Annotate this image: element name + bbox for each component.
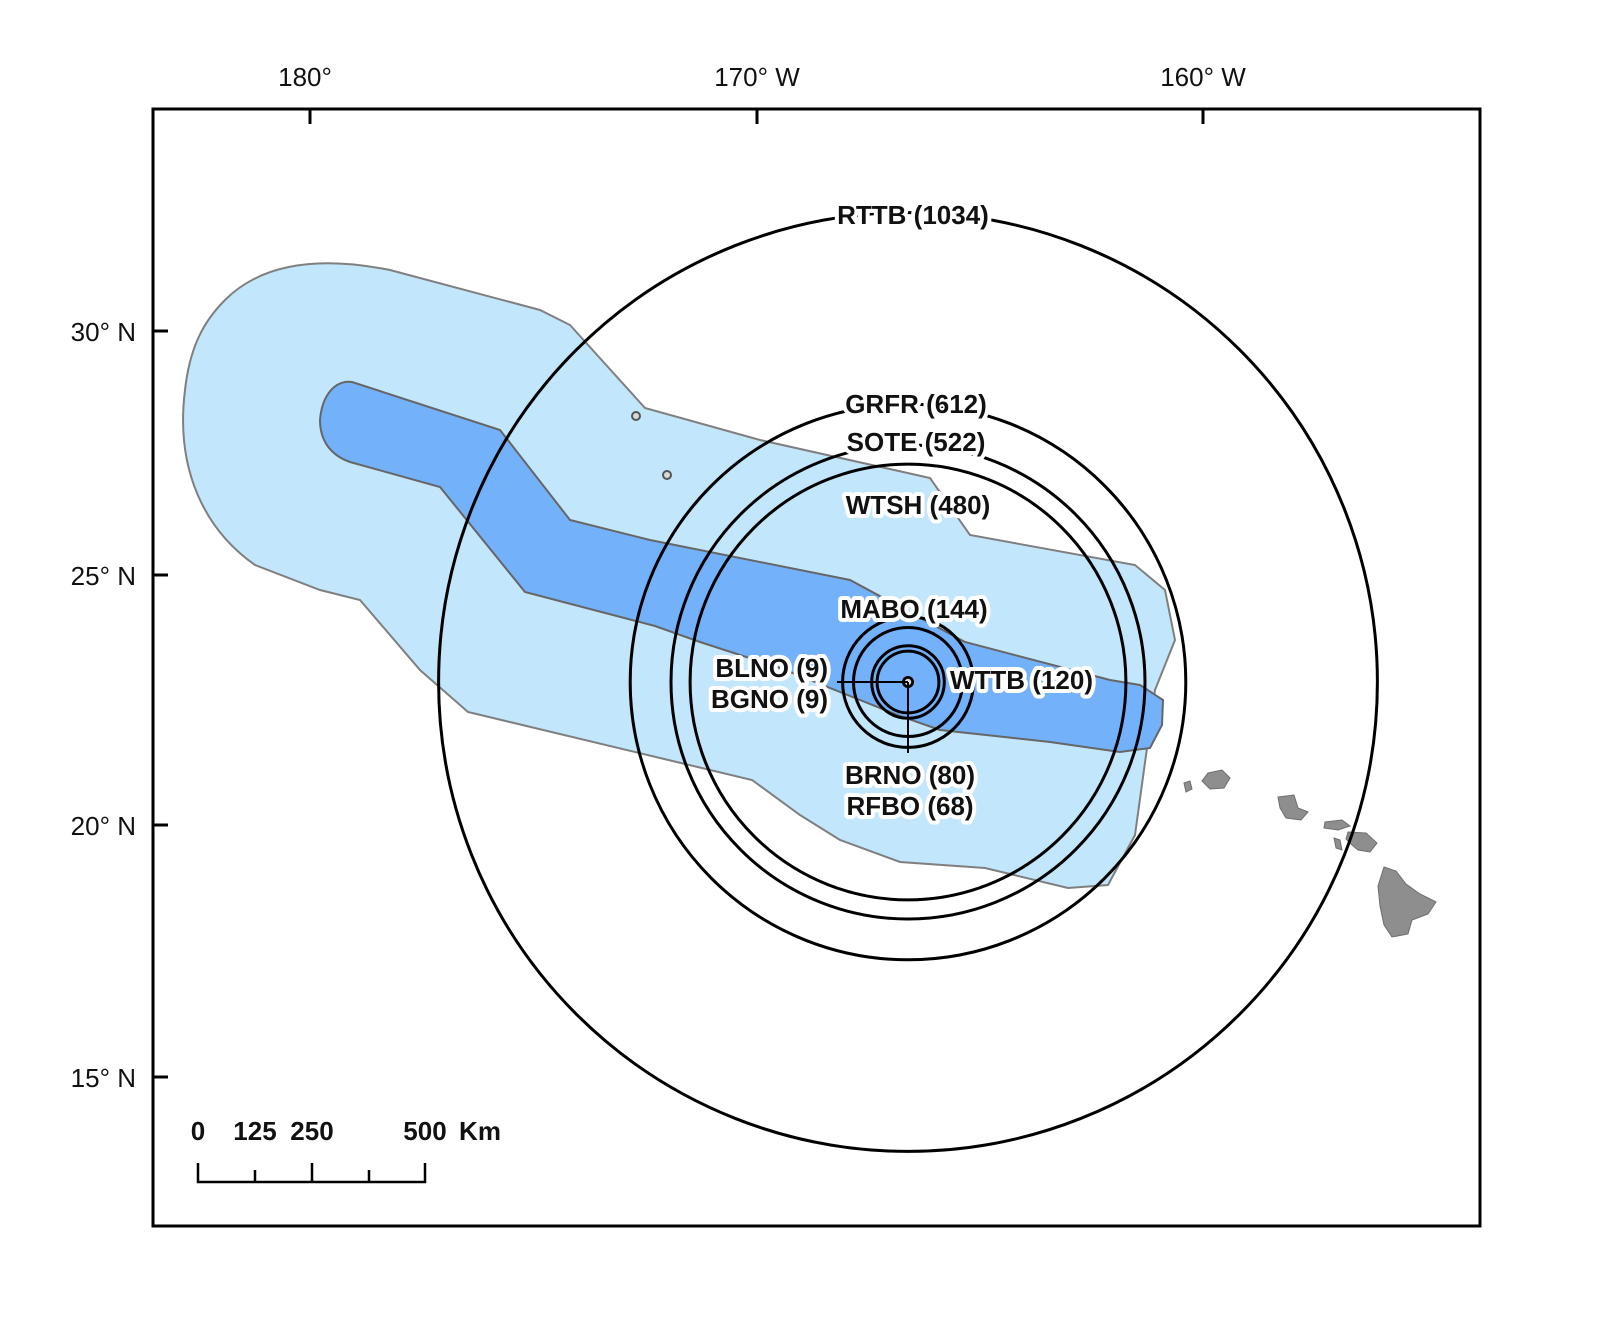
range-ring-rttb — [437, 211, 1379, 1153]
lat-label-25n: 25° N — [71, 561, 136, 591]
ring-label-mabo: MABO (144) — [840, 594, 987, 624]
inner-core-zone — [318, 380, 1165, 754]
ring-label-rttb: RTTB (1034) — [837, 200, 989, 230]
scale-bar-icon: 0 125 250 500 Km — [191, 1116, 501, 1184]
ring-label-grfr: GRFR (612) — [845, 389, 987, 419]
latitude-axis: 30° N 25° N 20° N 15° N — [71, 317, 168, 1093]
scale-bar-line — [196, 1163, 427, 1184]
lon-label-180: 180° — [278, 62, 332, 92]
lat-label-20n: 20° N — [71, 811, 136, 841]
range-ring-grfr — [628, 402, 1188, 962]
scale-unit: Km — [459, 1116, 501, 1146]
ring-label-wtsh: WTSH (480) — [846, 490, 990, 520]
lon-label-160w: 160° W — [1160, 62, 1246, 92]
ring-label-wttb: WTTB (120) — [950, 665, 1093, 695]
scale-label-250: 250 — [290, 1116, 333, 1146]
range-ring-wtsh — [688, 462, 1128, 902]
hawaiian-islands-icon — [1183, 769, 1437, 938]
range-ring-sote — [669, 443, 1147, 921]
lat-label-15n: 15° N — [71, 1063, 136, 1093]
longitude-axis: 180° 170° W 160° W — [278, 62, 1246, 124]
map-frame — [151, 107, 1482, 1228]
scale-label-125: 125 — [233, 1116, 276, 1146]
lat-label-30n: 30° N — [71, 317, 136, 347]
colony-point-icon — [631, 411, 641, 421]
lon-label-170w: 170° W — [714, 62, 800, 92]
ring-label-bgno: BGNO (9) — [711, 684, 828, 714]
ring-label-brno: BRNO (80) — [845, 760, 975, 790]
ring-label-sote: SOTE (522) — [847, 427, 986, 457]
colony-point-icon — [662, 470, 672, 480]
scale-label-500: 500 — [403, 1116, 446, 1146]
ring-label-blno: BLNO (9) — [715, 653, 828, 683]
ring-label-rfbo: RFBO (68) — [846, 791, 973, 821]
scale-label-0: 0 — [191, 1116, 205, 1146]
